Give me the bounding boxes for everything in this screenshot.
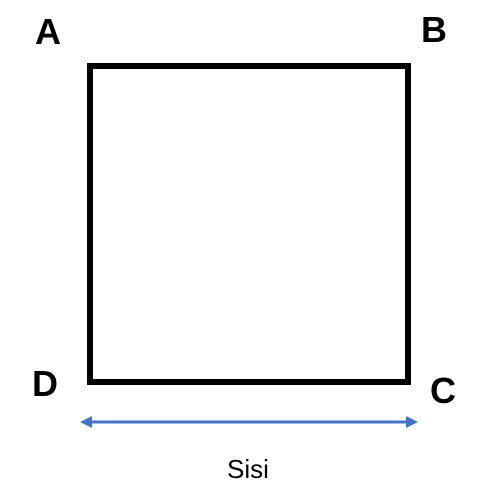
vertex-label-a: A bbox=[35, 11, 61, 52]
vertex-label-d: D bbox=[32, 363, 58, 404]
square-outline bbox=[87, 63, 411, 385]
side-arrow-head-right bbox=[406, 416, 418, 428]
vertex-label-b: B bbox=[421, 9, 447, 50]
vertex-label-c: C bbox=[430, 370, 456, 411]
side-length-arrow bbox=[80, 416, 418, 428]
side-length-label: Sisi bbox=[227, 454, 269, 484]
side-arrow-head-left bbox=[80, 416, 92, 428]
